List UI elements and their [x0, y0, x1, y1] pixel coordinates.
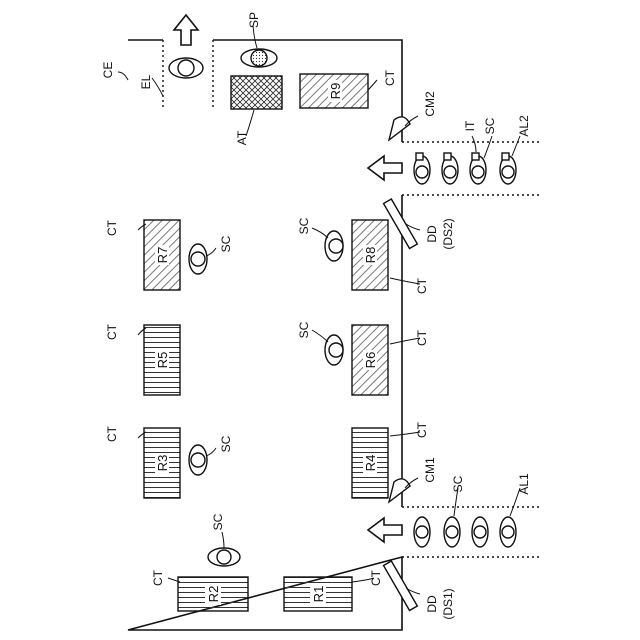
- label-ct-r7: CT: [105, 219, 119, 236]
- shelf-r1-label: R1: [311, 586, 326, 603]
- hollow-arrow-icon: [368, 518, 402, 542]
- person-topview-icon: [325, 231, 343, 261]
- label-it: IT: [463, 120, 477, 131]
- shelf-r3-label: R3: [155, 455, 170, 472]
- person-topview-icon: [472, 517, 488, 547]
- door-icon: [384, 561, 418, 611]
- label-ct-r4: CT: [415, 421, 429, 438]
- label-ct-r5: CT: [105, 323, 119, 340]
- label-sc-r2: SC: [211, 513, 225, 530]
- queue-al1: [414, 517, 516, 547]
- label-ct-r2: CT: [151, 569, 165, 586]
- person-topview-icon: [189, 445, 207, 475]
- person-topview-icon: [189, 244, 207, 274]
- leader-lines: [118, 26, 520, 594]
- shelf-r6-label: R6: [363, 352, 378, 369]
- shelf-r2-label: R2: [206, 586, 221, 603]
- label-ct-r8: CT: [415, 277, 429, 294]
- label-ce: CE: [101, 62, 115, 79]
- label-al2: AL2: [517, 115, 531, 137]
- shelf-r4-label: R4: [363, 455, 378, 472]
- shelf-r7-label: R7: [155, 247, 170, 264]
- queue-al2: [414, 153, 516, 184]
- label-sc-al1: SC: [451, 475, 465, 492]
- label-sc-al2: SC: [483, 117, 497, 134]
- camera-icon: [389, 479, 410, 502]
- hollow-arrow-icon: [368, 156, 402, 180]
- label-dd-ds1: DD: [425, 595, 439, 613]
- label-ds2: (DS2): [441, 218, 455, 249]
- person-topview-icon: [169, 58, 203, 78]
- shelf-r9-label: R9: [328, 83, 343, 100]
- label-sc-r7: SC: [219, 235, 233, 252]
- label-al1: AL1: [517, 473, 531, 495]
- hollow-arrow-icon: [174, 15, 198, 45]
- person-topview-icon: [442, 153, 458, 184]
- person-topview-icon: [470, 153, 486, 184]
- label-sc-r3: SC: [219, 435, 233, 452]
- person-topview-icon: [208, 548, 240, 566]
- camera-icon: [389, 117, 410, 140]
- shelf-r5-label: R5: [155, 352, 170, 369]
- shelf-r8-label: R8: [363, 247, 378, 264]
- label-sp: SP: [247, 12, 261, 28]
- person-topview-icon: [444, 517, 460, 547]
- label-ct-r9: CT: [383, 69, 397, 86]
- label-ct-r1: CT: [369, 569, 383, 586]
- label-ct-r3: CT: [105, 425, 119, 442]
- label-cm2: CM2: [423, 91, 437, 117]
- person-topview-icon: [414, 153, 430, 184]
- person-topview-icon: [500, 153, 516, 184]
- label-sc-r6: SC: [297, 321, 311, 338]
- label-ds1: (DS1): [441, 588, 455, 619]
- sp-person-icon: [241, 49, 277, 67]
- person-topview-icon: [325, 335, 343, 365]
- label-at: AT: [235, 130, 249, 145]
- label-sc-r8: SC: [297, 217, 311, 234]
- at-block: [231, 76, 282, 109]
- label-dd-ds2: DD: [425, 225, 439, 243]
- label-cm1: CM1: [423, 457, 437, 483]
- label-el: EL: [139, 74, 153, 89]
- person-topview-icon: [414, 517, 430, 547]
- person-topview-icon: [500, 517, 516, 547]
- label-ct-r6: CT: [415, 329, 429, 346]
